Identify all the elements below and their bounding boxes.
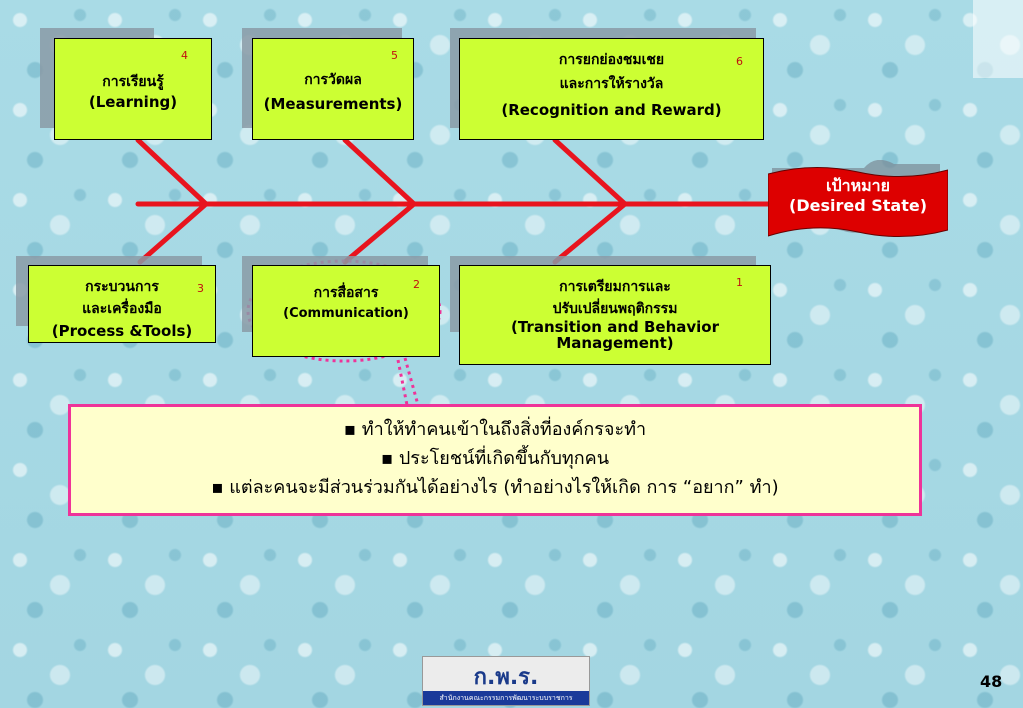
bone-recognition-upper [552, 137, 628, 207]
box-thai-label-line1: การเตรียมการและ [559, 279, 671, 295]
callout-bullet: ▪ ประโยชน์ที่เกิดขึ้นกับทุกคน [380, 448, 610, 469]
bone-transition-lower [552, 201, 628, 265]
callout-pointer-right [403, 357, 420, 406]
box-thai-label-line1: กระบวนการ [85, 279, 159, 295]
logo-main-text: ก.พ.ร. [473, 665, 539, 690]
box-measurements: 5 การวัดผล (Measurements) [252, 38, 414, 140]
goal-thai-label: เป้าหมาย [825, 176, 891, 195]
box-thai-label-line2: และเครื่องมือ [82, 301, 162, 317]
box-english-label-line1: (Transition and Behavior [510, 318, 719, 336]
bone-learning-upper [135, 137, 209, 207]
box-process: 3 กระบวนการ และเครื่องมือ (Process &Tool… [28, 265, 216, 343]
goal-banner [768, 160, 948, 237]
box-thai-label-line1: การยกย่องชมเชย [558, 52, 665, 68]
box-number: 6 [736, 55, 743, 68]
box-transition: 1 การเตรียมการและ ปรับเปลี่ยนพฤติกรรม (T… [459, 265, 771, 365]
box-number: 1 [736, 276, 743, 289]
box-thai-label-line2: ปรับเปลี่ยนพฤติกรรม [552, 301, 678, 317]
box-thai-label: การเรียนรู้ [102, 74, 164, 90]
box-thai-label: การวัดผล [304, 72, 362, 88]
box-number: 3 [197, 282, 204, 295]
callout-pointer-left [396, 359, 409, 406]
page-number: 48 [980, 672, 1003, 691]
box-communication: 2 การสื่อสาร (Communication) [252, 265, 440, 357]
ocsc-logo: ก.พ.ร. สำนักงานคณะกรรมการพัฒนาระบบราชการ [422, 656, 590, 706]
box-english-label: (Communication) [283, 306, 409, 321]
box-number: 5 [391, 49, 398, 62]
box-english-label-line2: Management) [556, 334, 674, 352]
bone-communication-lower [342, 201, 417, 265]
callout-box: ▪ ทำให้ทำคนเข้าในถึงสิ่งที่องค์กรจะทำ ▪ … [68, 404, 922, 516]
bone-process-lower [137, 201, 209, 265]
box-number: 4 [181, 49, 188, 62]
box-number: 2 [413, 278, 420, 291]
box-english-label: (Recognition and Reward) [501, 101, 722, 119]
corner-decoration [973, 0, 1023, 78]
box-recognition: 6 การยกย่องชมเชย และการให้รางวัล (Recogn… [459, 38, 764, 140]
box-english-label: (Learning) [88, 93, 178, 111]
bone-measurements-upper [342, 137, 417, 207]
goal-english-label: (Desired State) [789, 196, 927, 215]
box-thai-label-line2: และการให้รางวัล [559, 76, 664, 92]
goal-label: เป้าหมาย (Desired State) [768, 176, 948, 216]
logo-sub-text: สำนักงานคณะกรรมการพัฒนาระบบราชการ [423, 691, 589, 705]
box-learning: 4 การเรียนรู้ (Learning) [54, 38, 212, 140]
box-english-label: (Measurements) [263, 95, 403, 113]
callout-bullet: ▪ ทำให้ทำคนเข้าในถึงสิ่งที่องค์กรจะทำ [343, 419, 647, 440]
box-english-label: (Process &Tools) [51, 322, 193, 340]
callout-bullet: ▪ แต่ละคนจะมีส่วนร่วมกันได้อย่างไร (ทำอย… [211, 477, 779, 498]
box-thai-label: การสื่อสาร [313, 285, 379, 301]
